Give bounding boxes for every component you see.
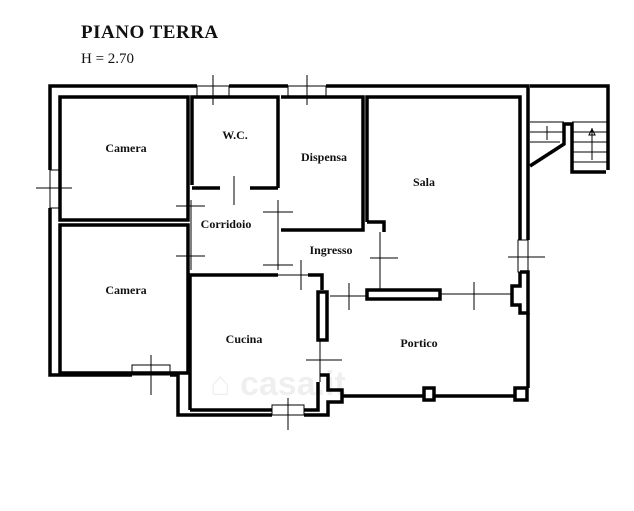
outer-wall <box>48 208 132 377</box>
camera-2-walls <box>58 223 190 375</box>
room-label-dispensa: Dispensa <box>301 150 347 164</box>
portico-column <box>422 386 436 402</box>
outer-wall <box>326 84 530 240</box>
ingresso-partition <box>365 288 442 301</box>
windows-doors <box>36 75 608 430</box>
room-label-ingresso: Ingresso <box>309 243 352 257</box>
sala-walls <box>365 95 522 240</box>
sala-ingresso-wall <box>367 220 386 232</box>
walls <box>48 84 610 417</box>
dispensa-walls <box>281 95 365 232</box>
stair-core <box>529 122 606 174</box>
portico-pillar <box>510 270 530 315</box>
room-label-corridoio: Corridoio <box>201 217 252 231</box>
ceiling-height-label: H = 2.70 <box>81 51 135 67</box>
room-label-cucina: Cucina <box>226 332 263 346</box>
room-label-camera-2: Camera <box>105 283 146 297</box>
room-label-sala: Sala <box>413 175 435 189</box>
portico-column <box>513 386 529 402</box>
outer-wall <box>170 373 272 417</box>
wc-walls <box>190 95 280 188</box>
cucina-walls <box>188 273 278 410</box>
outer-wall <box>48 84 197 170</box>
room-label-camera-1: Camera <box>105 141 146 155</box>
cucina-partition <box>316 290 329 342</box>
camera-1-walls <box>58 95 190 222</box>
plan-title: PIANO TERRA <box>81 22 219 43</box>
watermark: ⌂ casa.it <box>210 365 346 403</box>
room-label-wc: W.C. <box>222 128 248 142</box>
room-label-portico: Portico <box>400 336 437 350</box>
